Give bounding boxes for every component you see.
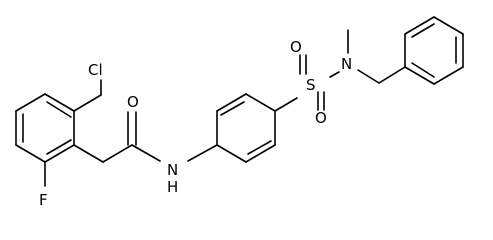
bond [44, 93, 75, 112]
bond [44, 144, 75, 163]
sulfonyl-oxygen-top-label: O [290, 38, 302, 56]
bond [216, 93, 247, 112]
bond [411, 62, 435, 78]
bond [46, 139, 72, 155]
bond [433, 66, 464, 85]
chemical-structure-diagram: Cl F O N H S O O N [15, 16, 464, 209]
bond [73, 94, 102, 112]
carbonyl-oxygen-label: O [127, 93, 139, 111]
bond [357, 69, 380, 84]
bond [433, 16, 464, 35]
bond [404, 66, 435, 85]
bond [46, 101, 72, 118]
chlorine-atom-label: Cl [88, 61, 103, 79]
bond [245, 144, 276, 163]
bond [187, 144, 218, 162]
bond [274, 97, 298, 112]
bond [15, 144, 46, 163]
bonds [15, 16, 464, 187]
bond [247, 140, 272, 155]
bond [73, 144, 104, 163]
bond [378, 66, 406, 84]
amide-hydrogen-label: H [167, 178, 178, 196]
sulfonyl-oxygen-bottom-label: O [315, 109, 327, 127]
sulfonamide-nitrogen-label: N [341, 55, 352, 73]
bond [404, 16, 435, 35]
fluorine-atom-label: F [39, 191, 48, 209]
sulfur-atom-label: S [306, 76, 316, 94]
amide-nitrogen-label: N [167, 161, 178, 179]
bond [245, 93, 276, 112]
bond [15, 93, 46, 112]
atom-labels: Cl F O N H S O O N [39, 38, 352, 209]
bond [131, 144, 161, 162]
bond [220, 101, 245, 116]
bond [102, 144, 133, 163]
bond [411, 23, 435, 38]
bond [216, 144, 247, 163]
bond [329, 71, 340, 78]
